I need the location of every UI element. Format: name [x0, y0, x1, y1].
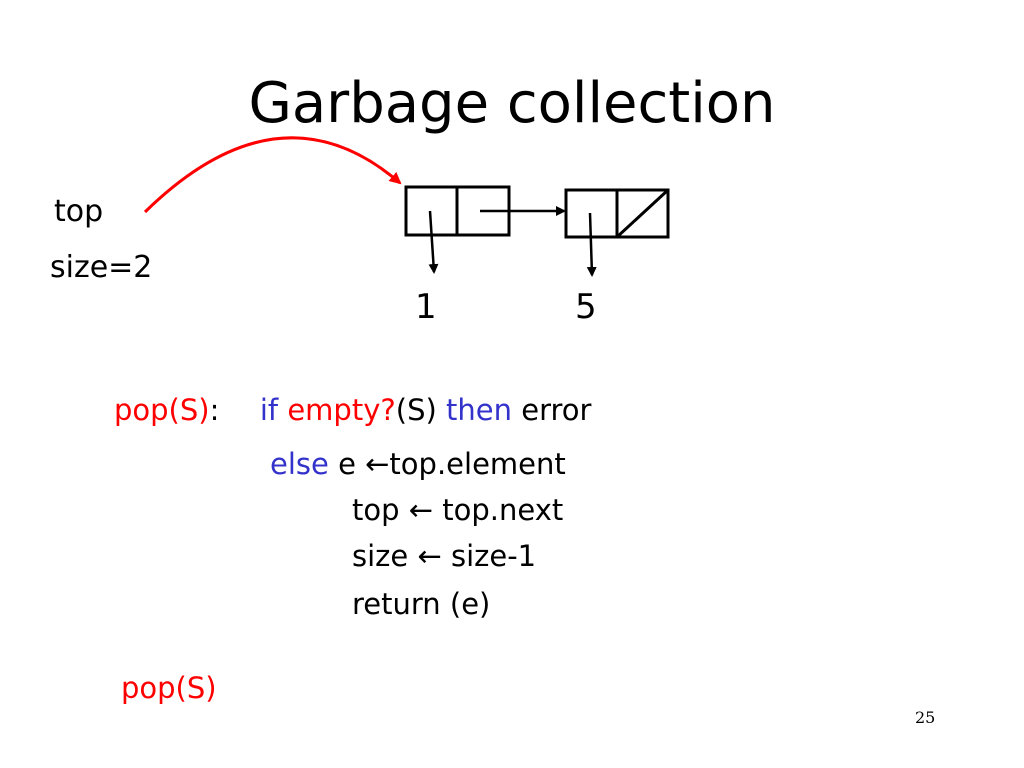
- if-keyword: if: [259, 393, 279, 427]
- node-2-next-cell: [615, 188, 670, 239]
- top-label: top: [54, 194, 104, 229]
- node-2-value: 5: [575, 287, 597, 327]
- code-line-1: pop(S): if empty?(S) then error: [114, 396, 591, 425]
- top-pointer-arrow: [143, 136, 402, 214]
- assign-element: e ←top.element: [338, 447, 566, 481]
- then-keyword: then: [446, 393, 513, 427]
- null-slash: [615, 188, 670, 239]
- function-signature: pop(S): [114, 393, 210, 427]
- empty-function: empty?: [287, 393, 396, 427]
- code-line-2: else e ←top.element: [270, 450, 566, 479]
- empty-argument: (S): [395, 393, 437, 427]
- page-number: 25: [915, 708, 936, 727]
- code-line-5: return (e): [352, 587, 491, 621]
- node-1-value: 1: [415, 287, 437, 327]
- list-node-2: [564, 188, 670, 239]
- element-pointer-arrow-2: [586, 212, 597, 277]
- size-label: size=2: [50, 250, 153, 285]
- slide-title: Garbage collection: [248, 71, 776, 136]
- code-line-3: top ← top.next: [352, 493, 564, 527]
- colon: :: [209, 393, 220, 427]
- element-pointer-arrow-1: [428, 210, 439, 274]
- error-text: error: [521, 393, 592, 427]
- pop-call: pop(S): [121, 671, 217, 705]
- code-line-4: size ← size-1: [352, 539, 537, 573]
- else-keyword: else: [270, 447, 329, 481]
